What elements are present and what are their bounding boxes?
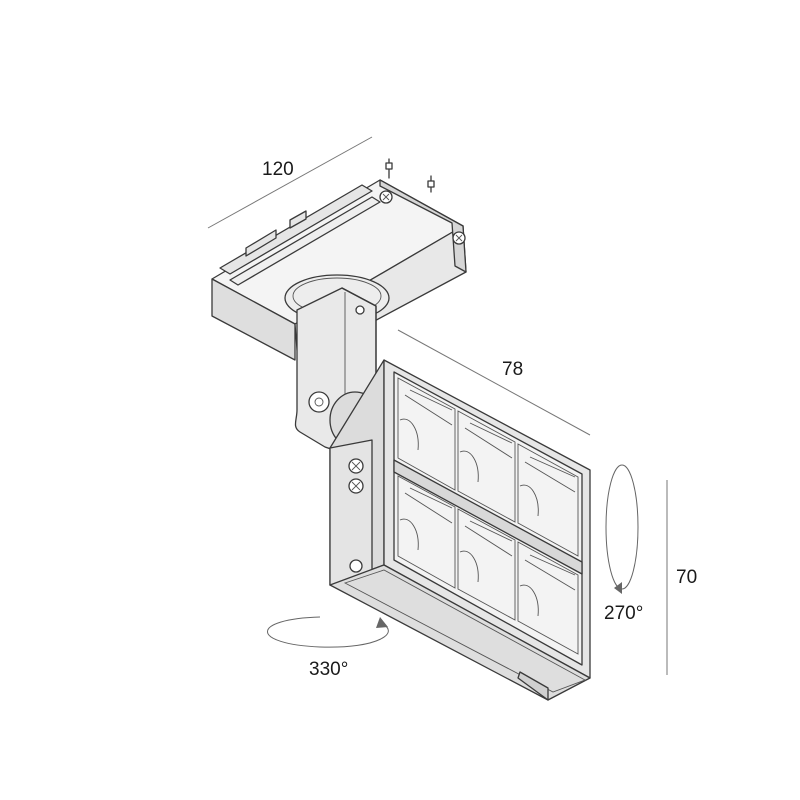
pivot-bolt-icon [308,391,330,413]
screw-icon [349,559,363,573]
rotation-label-330: 330° [309,659,348,680]
rotation-tilt: 270° [604,464,643,624]
dimension-label-70: 70 [676,567,697,588]
dimension-adapter-length: 120 [207,136,373,229]
dimension-label-78: 78 [502,359,523,380]
dimension-head-width: 78 [397,329,591,436]
light-head [329,359,591,701]
rotation-label-270: 270° [604,603,643,624]
rotation-pan: 330° [267,616,389,680]
lens-row-top [397,377,579,557]
dimension-head-height: 70 [666,480,697,675]
lens-row-bottom [397,475,579,655]
screw-icon [355,305,365,315]
dimension-label-120: 120 [262,159,294,180]
